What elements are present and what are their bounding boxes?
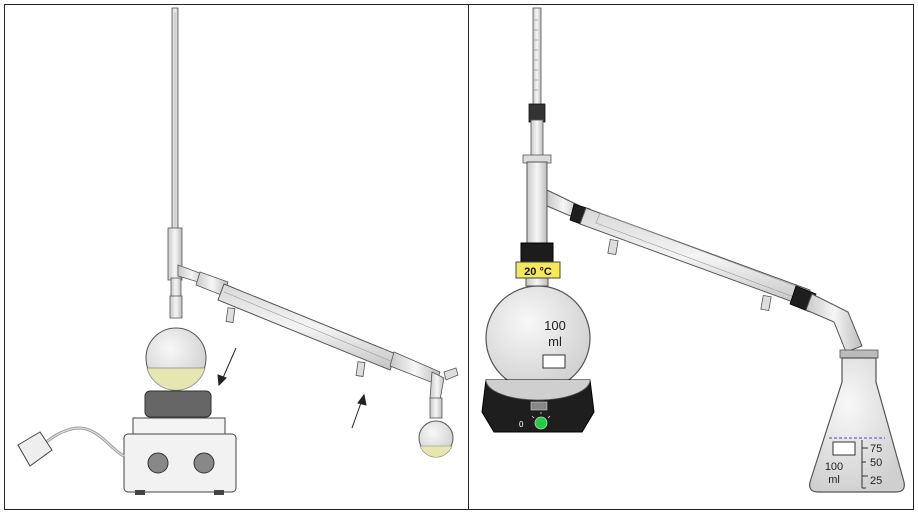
left-condenser [195,271,459,401]
left-receiving-flask [418,397,454,458]
right-still-head [520,154,591,264]
water-out-arrow [221,347,237,381]
right-erlenmeyer-capacity-unit: ml [828,474,840,486]
right-erlenmeyer-capacity-value: 100 [825,461,843,473]
outer-border [4,4,914,510]
left-power-plug [17,431,53,467]
right-joint-clip [520,242,554,264]
right-condenser [579,207,863,353]
right-thermometer [528,7,546,218]
left-distillate [419,445,453,458]
left-heating-block [144,390,212,418]
right-mark-75: 75 [870,443,882,455]
right-flask-capacity-value: 100 [544,318,566,333]
right-panel: 20 °C 100 ml 0 [481,7,905,493]
left-hotplate [123,417,237,495]
right-mantle-power-indicator[interactable] [534,416,548,430]
right-erlenmeyer-label-box [832,441,856,456]
water-in-arrow [351,399,363,429]
right-erlenmeyer-flask: 75 50 25 100 ml [809,349,905,493]
left-hotplate-knob-1[interactable] [147,452,169,474]
right-heating-mantle: 0 [481,379,595,433]
right-round-bottom-flask: 20 °C 100 ml [485,261,591,391]
right-adapter [805,293,863,353]
left-round-bottom-flask [145,295,207,391]
left-power-cord [17,426,125,467]
right-flask-label-box [542,354,566,369]
left-hotplate-knob-2[interactable] [193,452,215,474]
right-mark-25: 25 [870,475,882,487]
right-mantle-dial-value: 0 [519,420,524,429]
left-flask-liquid [146,367,206,391]
left-water-outlet [225,307,236,323]
left-panel [17,7,459,495]
right-water-outlet [607,238,619,256]
right-thermometer-adapter [528,103,546,123]
right-flask-capacity-unit: ml [548,334,562,349]
right-mark-50: 50 [870,457,882,469]
water-flow-arrows [217,347,367,429]
right-water-inlet [760,294,772,312]
left-water-inlet [355,361,366,377]
right-mantle-display [530,401,548,411]
right-temperature-label [515,261,561,279]
left-distillation-head [167,227,206,301]
right-temperature-text: 20 °C [524,266,552,278]
